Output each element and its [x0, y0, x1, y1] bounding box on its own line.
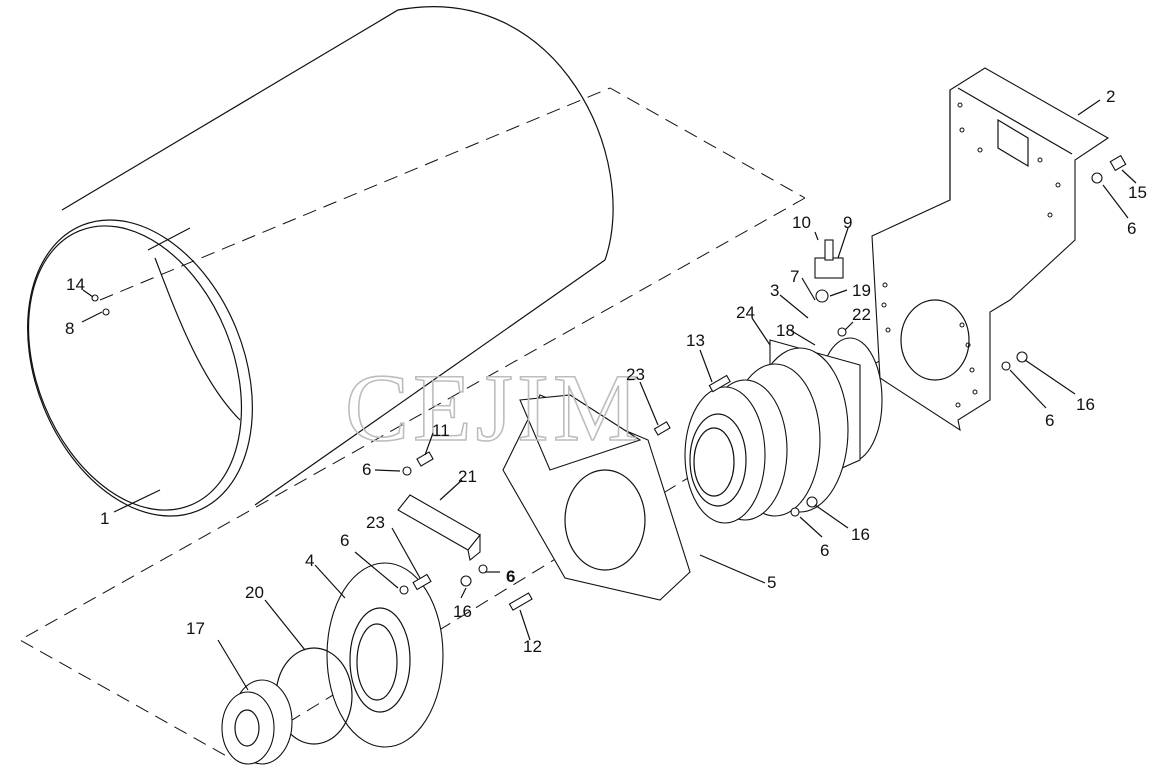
label-6c: 6 — [820, 541, 829, 560]
label-7: 7 — [790, 267, 799, 286]
label-16b: 16 — [453, 602, 472, 621]
label-18: 18 — [776, 321, 795, 340]
fasteners-hardware — [91, 154, 1127, 611]
reducer-motor-part-24 — [684, 337, 883, 524]
bearing-part-17 — [221, 679, 293, 765]
label-14: 14 — [66, 275, 85, 294]
label-10: 10 — [792, 213, 811, 232]
label-2: 2 — [1106, 87, 1115, 106]
label-23b: 23 — [366, 513, 385, 532]
label-3: 3 — [770, 281, 779, 300]
label-6b: 6 — [1045, 411, 1054, 430]
label-17: 17 — [186, 619, 205, 638]
label-20: 20 — [245, 583, 264, 602]
label-22: 22 — [852, 305, 871, 324]
label-16a: 16 — [1076, 395, 1095, 414]
label-11: 11 — [432, 421, 450, 440]
support-bracket-part-2 — [871, 67, 1110, 432]
label-5: 5 — [767, 573, 776, 592]
flex-plates-part-5 — [502, 394, 691, 601]
label-12: 12 — [523, 637, 542, 656]
label-1: 1 — [100, 509, 109, 528]
label-6d: 6 — [506, 567, 515, 586]
label-15: 15 — [1128, 183, 1147, 202]
label-6a: 6 — [1127, 219, 1136, 238]
label-13: 13 — [686, 331, 705, 350]
label-6e: 6 — [340, 531, 349, 550]
label-16c: 16 — [851, 525, 870, 544]
leader-lines — [81, 99, 1137, 691]
drum-shell-part-1 — [27, 6, 614, 517]
label-8: 8 — [65, 319, 74, 338]
hub-flange-part-4 — [326, 562, 444, 748]
label-21: 21 — [458, 467, 477, 486]
label-23a: 23 — [626, 365, 645, 384]
label-6f: 6 — [362, 460, 371, 479]
label-19: 19 — [852, 281, 871, 300]
label-24: 24 — [736, 303, 755, 322]
label-4: 4 — [305, 551, 314, 570]
block-part-21 — [397, 494, 481, 561]
watermark: CEJIM — [345, 354, 642, 461]
label-9: 9 — [843, 213, 852, 232]
part-labels: 1 2 3 4 5 6 6 6 6 6 6 7 8 9 10 11 12 13 … — [65, 87, 1147, 656]
